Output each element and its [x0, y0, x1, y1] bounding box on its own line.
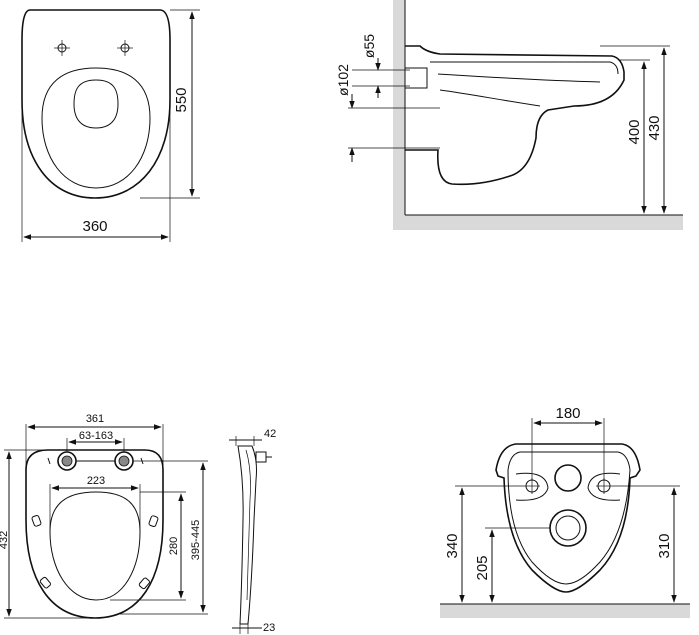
rear-view-floor	[440, 604, 690, 618]
dim-label-42: 42	[264, 428, 276, 440]
side-view-wall	[393, 0, 405, 230]
seat-hinge-right	[114, 451, 134, 471]
dim-label-hinge: 63-163	[79, 430, 113, 442]
top-view-mounting-hole-left	[54, 40, 70, 56]
side-view-inlet	[404, 67, 428, 89]
seat-hinge-left	[57, 451, 77, 471]
dim-label-361: 361	[86, 413, 104, 425]
dim-label-223: 223	[87, 475, 105, 487]
dim-label-d102: ø102	[335, 64, 351, 96]
top-view-mounting-hole-right	[117, 40, 133, 56]
seat-bumper-right-bottom	[138, 577, 150, 590]
seat-profile: 42 23	[229, 428, 276, 634]
dim-label-23: 23	[263, 622, 275, 634]
dim-label-280: 280	[168, 537, 180, 555]
dim-label-310: 310	[656, 533, 673, 558]
rear-view-outline	[495, 443, 641, 593]
side-view-floor	[393, 215, 683, 230]
seat-bumper-right-top	[148, 515, 159, 528]
side-view-bowl-inner	[437, 73, 601, 107]
dim-label-range: 395-445	[190, 520, 202, 560]
side-view: ø55 ø102 430 400	[335, 0, 683, 230]
dim-label-d55: ø55	[361, 34, 377, 58]
side-view-bowl-outline	[405, 45, 625, 186]
seat-opening	[49, 491, 141, 601]
dim-label-550: 550	[173, 87, 190, 112]
top-view-bowl-outline	[21, 9, 171, 199]
side-view-rim-inner	[430, 61, 619, 75]
rear-view-inlet	[554, 464, 582, 492]
rear-view-inner-outline	[507, 451, 631, 585]
seat-view: 361 63-163 223 432 280 395-445	[0, 413, 208, 619]
dim-label-432: 432	[0, 531, 10, 549]
top-view-seat-opening	[73, 79, 119, 129]
top-view: 550 360	[21, 9, 200, 242]
dim-label-400: 400	[626, 119, 643, 144]
seat-bumper-left-bottom	[39, 576, 51, 589]
dim-label-180: 180	[555, 405, 580, 422]
seat-bumper-left-top	[31, 514, 42, 527]
dim-label-340: 340	[444, 533, 461, 558]
top-view-seat-ring	[41, 67, 151, 189]
seat-profile-hinge	[255, 451, 267, 463]
dim-label-360: 360	[82, 218, 107, 235]
dim-label-205: 205	[474, 555, 491, 580]
dim-label-430: 430	[646, 115, 663, 140]
rear-view-outlet	[549, 509, 587, 547]
rear-view: 180 340 205 310	[440, 405, 690, 618]
